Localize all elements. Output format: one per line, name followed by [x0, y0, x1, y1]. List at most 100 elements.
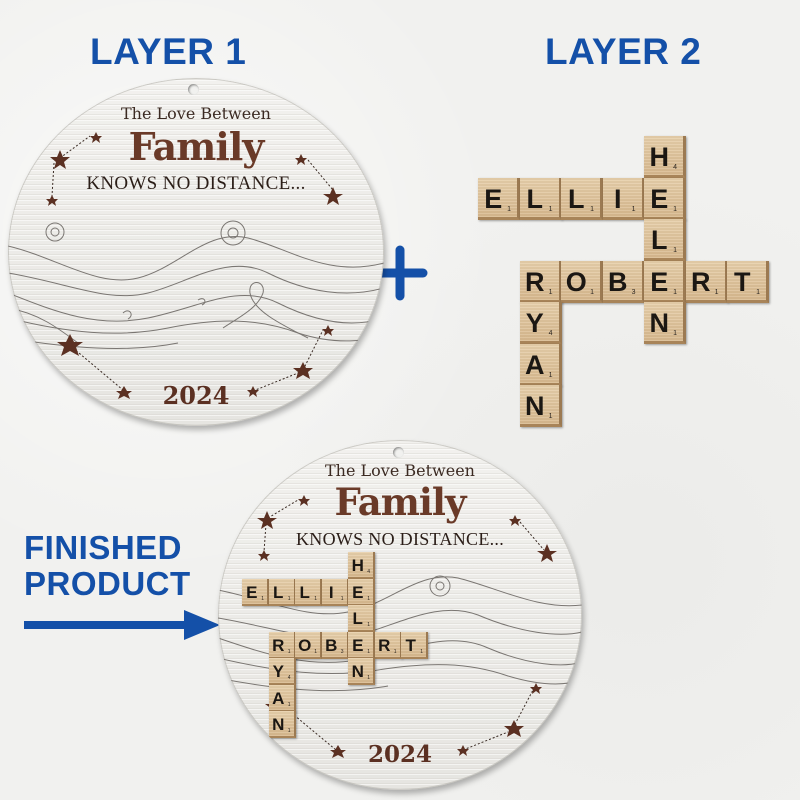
- tile-letter: E: [352, 635, 364, 655]
- tile-points: 1: [714, 288, 719, 296]
- tile-letter: A: [272, 688, 285, 708]
- tile-letter: L: [273, 582, 284, 602]
- tile-letter: T: [733, 266, 751, 297]
- hanging-hole: [188, 84, 199, 95]
- tile-letter: H: [649, 142, 669, 172]
- tile-letter: R: [690, 266, 711, 297]
- tile-letter: H: [351, 556, 364, 575]
- tile-points: 1: [673, 205, 677, 213]
- tile-letter: O: [565, 266, 587, 297]
- hanging-hole: [393, 447, 404, 458]
- tile-letter: T: [405, 635, 416, 655]
- tile-points: 1: [673, 330, 677, 337]
- tile-letter: I: [613, 183, 622, 214]
- finished-ornament: The Love Between Family KNOWS NO DISTANC…: [218, 440, 582, 790]
- tile-points: 1: [287, 648, 291, 655]
- tile-points: 1: [548, 413, 553, 420]
- tile-points: 1: [314, 648, 317, 655]
- tile-letter: R: [524, 266, 545, 297]
- tile-letter: L: [567, 183, 585, 214]
- tile-points: 1: [393, 648, 397, 655]
- tile-letter: Y: [525, 308, 544, 338]
- finished-label-line-2: PRODUCT: [24, 564, 191, 602]
- tile-letter: R: [378, 635, 391, 655]
- tile-letter: A: [524, 349, 545, 380]
- tile-letter: N: [272, 715, 285, 734]
- layer-1-label: LAYER 1: [90, 31, 247, 72]
- tile-points: 1: [590, 205, 594, 213]
- ornament-text-family: Family: [128, 124, 265, 169]
- tile-letter: N: [524, 391, 545, 421]
- tile-points: 1: [367, 675, 370, 681]
- tile-letter: E: [650, 266, 669, 297]
- tile-points: 1: [420, 648, 423, 655]
- tile-points: 1: [590, 288, 594, 296]
- tile-letter: O: [298, 635, 312, 655]
- ornament-text-line-3: KNOWS NO DISTANCE...: [295, 529, 505, 549]
- tile-points: 1: [314, 595, 317, 602]
- tile-points: 1: [507, 205, 511, 213]
- tile-points: 1: [673, 288, 677, 296]
- tile-points: 1: [287, 595, 291, 602]
- tile-letter: E: [484, 183, 503, 214]
- tile-letter: B: [325, 635, 338, 655]
- tile-letter: E: [650, 183, 669, 214]
- layer-2-label: LAYER 2: [545, 31, 702, 72]
- ornament-text-family: Family: [334, 480, 467, 524]
- tile-points: 1: [756, 288, 760, 296]
- ornament-text-line-1: The Love Between: [121, 104, 271, 123]
- tile-points: 1: [261, 595, 264, 602]
- tile-points: 1: [367, 622, 370, 628]
- waves-and-stars-decoration: [8, 132, 384, 399]
- ornament-text-line-1: The Love Between: [325, 461, 475, 480]
- tile-points: 4: [548, 330, 553, 337]
- tile-letter: N: [351, 662, 364, 681]
- plus-icon: [372, 245, 428, 301]
- tile-letter: I: [328, 582, 334, 602]
- tile-points: 1: [673, 247, 677, 254]
- ornament-year: 2024: [162, 381, 230, 410]
- tile-points: 1: [631, 205, 636, 213]
- tile-letter: L: [299, 582, 310, 602]
- tile-letter: N: [649, 308, 669, 338]
- tile-letter: Y: [272, 662, 284, 681]
- tile-points: 1: [367, 595, 370, 602]
- tile-letter: R: [272, 635, 285, 655]
- arrow-right-icon: [24, 610, 220, 640]
- tile-points: 1: [548, 371, 553, 379]
- tile-points: 4: [287, 675, 291, 681]
